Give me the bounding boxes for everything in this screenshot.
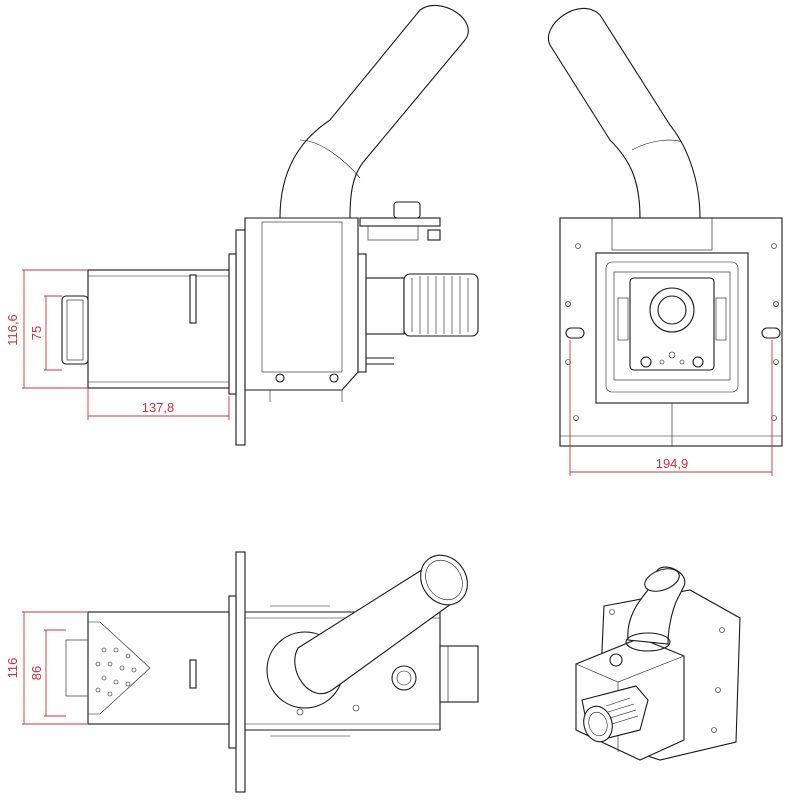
- side-board-chip: [427, 229, 441, 241]
- top-view: 116 86: [5, 551, 479, 793]
- front-bolt-right: [692, 356, 704, 368]
- side-body-panel: [261, 221, 343, 373]
- side-depth-label: 137,8: [142, 400, 175, 415]
- front-hole-1: [668, 351, 676, 359]
- top-end-cap: [65, 639, 89, 697]
- top-flange-plate: [235, 551, 246, 793]
- front-slot-right: [761, 327, 781, 339]
- front-slot-left: [565, 327, 585, 339]
- side-flange-inner: [228, 253, 237, 395]
- side-board-components: [367, 225, 419, 241]
- top-burner-tube: [87, 611, 230, 725]
- top-air-holes: [95, 647, 137, 697]
- front-bolt-left: [640, 356, 652, 368]
- side-feed-tube: [279, 4, 469, 219]
- front-hole-2: [659, 359, 665, 365]
- iso-mount-holes: [609, 609, 725, 733]
- top-motor: [439, 645, 479, 703]
- iso-motor-end-inner: [588, 711, 608, 737]
- side-bolt-2: [329, 373, 339, 383]
- side-inner-label: 75: [29, 326, 44, 340]
- side-circuit-board: [359, 217, 441, 227]
- iso-connector: [609, 653, 623, 667]
- side-slot: [189, 274, 197, 324]
- side-main-body: [244, 217, 359, 391]
- top-air-cone: [88, 621, 151, 715]
- front-hole-3: [679, 359, 685, 365]
- top-height-label: 116: [5, 658, 20, 679]
- front-side-bar-left: [617, 297, 629, 341]
- isometric-view: [575, 566, 741, 761]
- side-view: 116,6 75 137,8: [5, 4, 479, 446]
- top-hole-2: [296, 708, 304, 716]
- front-top-block: [611, 217, 713, 251]
- top-connector-inner: [396, 670, 412, 686]
- front-width-label: 194,9: [656, 456, 689, 471]
- side-flange-plate: [235, 229, 246, 446]
- front-feed-tube: [547, 8, 701, 219]
- side-end-cap-inner: [66, 299, 84, 361]
- top-hole: [352, 704, 360, 712]
- front-dimension-width: 194,9: [569, 340, 773, 476]
- top-dimension-height: 116: [5, 611, 88, 725]
- side-height-label: 116,6: [5, 314, 20, 346]
- side-dimension-height: 116,6: [5, 269, 88, 389]
- side-connector: [393, 201, 421, 219]
- top-inner-label: 86: [29, 666, 44, 680]
- front-view: 194,9: [547, 8, 783, 476]
- front-side-bar-right: [715, 297, 727, 341]
- top-tube-mouth-inner: [425, 559, 463, 601]
- top-flange-inner: [228, 595, 237, 749]
- side-bolt-1: [275, 373, 285, 383]
- top-connector: [391, 665, 417, 691]
- side-dimension-depth: 137,8: [87, 388, 230, 420]
- side-burner-tube: [87, 269, 230, 389]
- side-motor-neck: [365, 277, 405, 335]
- front-mount-holes: [565, 243, 779, 421]
- iso-motor-fins: [605, 697, 639, 725]
- iso-tube-base: [625, 632, 671, 652]
- top-bolts: [270, 605, 350, 737]
- side-end-cap: [61, 295, 89, 365]
- top-slot: [189, 659, 197, 689]
- iso-tube-mouth: [644, 568, 680, 592]
- front-opening: [613, 271, 731, 381]
- front-inner-frame: [605, 261, 739, 393]
- top-dimension-inner: 86: [29, 629, 66, 717]
- side-motor-fins: [411, 276, 469, 334]
- front-burner-core: [657, 295, 687, 325]
- side-motor-mount: [357, 253, 367, 373]
- front-burner-ring: [649, 287, 695, 333]
- side-motor: [403, 273, 479, 337]
- front-tube-seam: [631, 139, 683, 151]
- side-dimension-inner: 75: [29, 295, 62, 371]
- side-tube-seam: [299, 139, 361, 179]
